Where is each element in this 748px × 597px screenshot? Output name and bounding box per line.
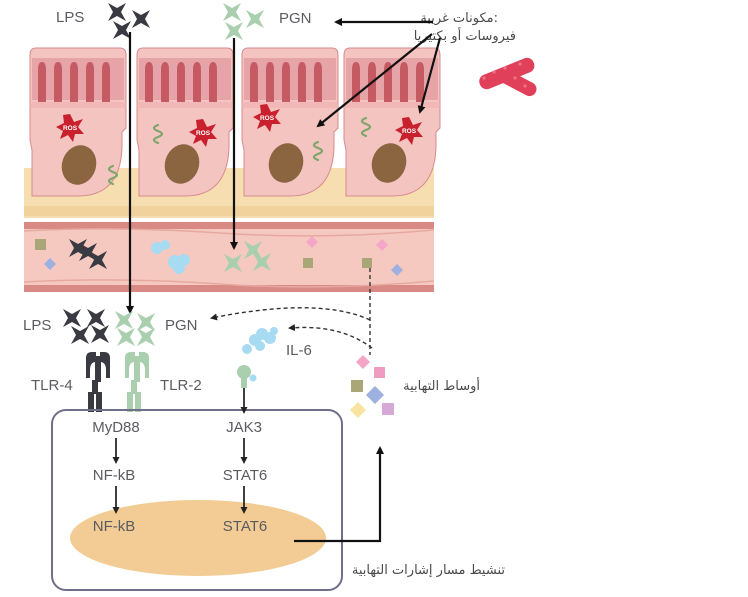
arrows-foreign [316,18,442,128]
cell-membrane [51,409,343,591]
arrows-signaling [112,388,248,514]
bacterium-icon [479,57,537,97]
nfkb-nucleus-label: NF-kB [93,518,136,535]
lps-label-top: LPS [56,9,84,26]
arrows-mediators [210,268,373,355]
stat6-cytoplasm-label: STAT6 [223,467,267,484]
ros-icon [56,104,423,147]
pathway-activation-label: تنشيط مسار إشارات التهابية [352,563,506,578]
tlr4-receptor-icon [86,352,110,412]
nfkb-cytoplasm-label: NF-kB [93,467,136,484]
cell-nucleus [70,500,326,576]
vessel-contents [35,236,403,276]
il6-label: IL-6 [286,342,312,359]
foreign-components-label: مكونات غريبة: [420,11,498,26]
lps-label-mid: LPS [23,317,51,334]
pgn-icon [115,311,155,346]
pgn-label-mid: PGN [165,317,198,334]
inflammatory-mediators-icon [350,355,394,418]
myd88-label: MyD88 [92,419,140,436]
ros-label: ROS [196,130,211,137]
ros-label: ROS [402,128,417,135]
tlr4-label: TLR-4 [31,377,73,394]
arrow-pathway-output [294,446,384,543]
mediators-label: أوساط التهابية [403,377,480,394]
jak3-label: JAK3 [226,419,262,436]
lps-icon [63,309,109,344]
stat6-nucleus-label: STAT6 [223,518,267,535]
organelle-icon [107,116,372,186]
pgn-label-top: PGN [279,10,312,27]
il6-icon [242,327,278,354]
epithelial-nucleus [61,143,407,185]
ros-label: ROS [63,125,78,132]
il6-receptor-icon [237,365,257,388]
arrows-translocation [126,32,238,314]
ros-label: ROS [260,115,275,122]
pgn-icon [223,3,264,40]
tlr2-receptor-icon [125,352,149,412]
epithelium [24,47,441,218]
tlr2-label: TLR-2 [160,377,202,394]
